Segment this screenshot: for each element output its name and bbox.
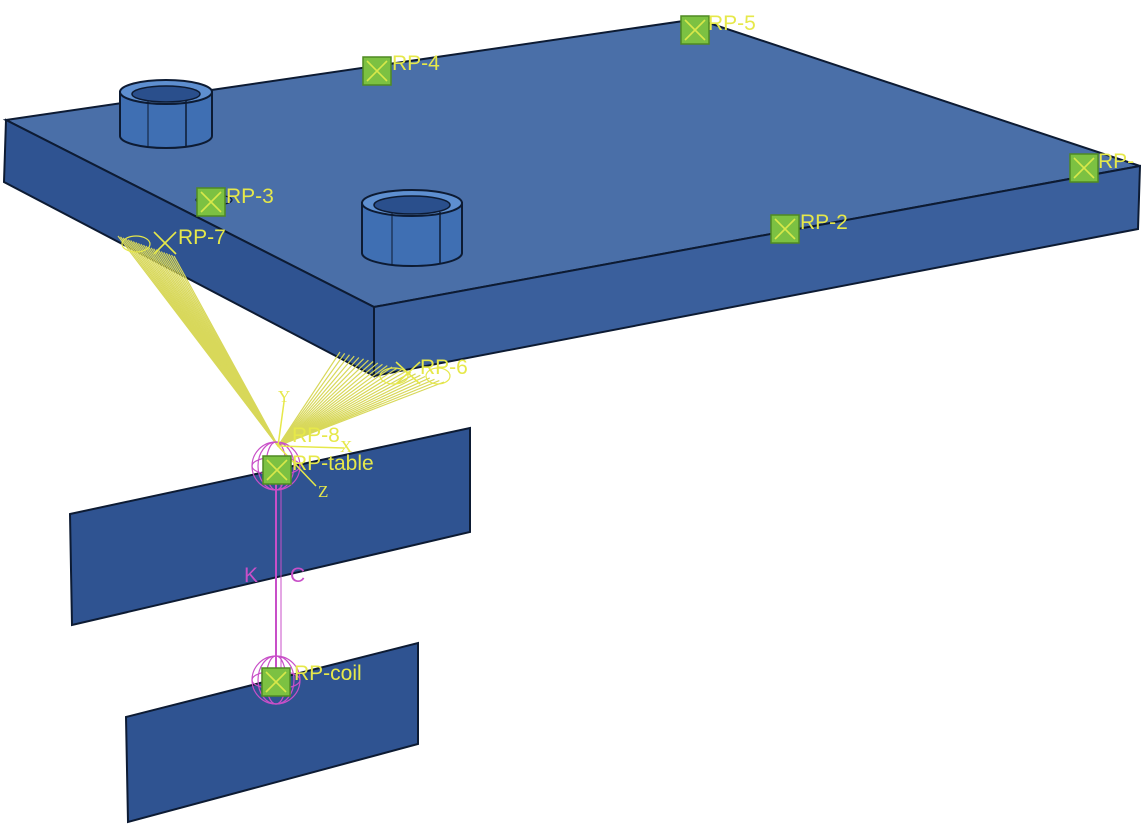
rp7-glyph (121, 235, 151, 253)
boss-left-wall (119, 91, 213, 149)
coupling-constraint[interactable] (117, 235, 445, 447)
rp2-label: RP-2 (800, 211, 848, 234)
rp6-glyph (379, 367, 451, 385)
connector-c-label: C (290, 564, 305, 587)
axis-z-label: Z (318, 482, 328, 501)
rp1-marker[interactable] (1069, 153, 1099, 183)
rp7-label: RP-7 (178, 226, 226, 249)
connector-k-label: K (244, 564, 258, 587)
boss-left[interactable] (119, 79, 213, 149)
rp7-cross-marker[interactable] (153, 231, 177, 255)
rp8-label: RP-8 (292, 424, 340, 447)
boss-right-wall (361, 202, 463, 267)
rp2-marker[interactable] (770, 214, 800, 244)
local-csys-triad (277, 401, 345, 487)
coil-plate-lower[interactable] (124, 641, 419, 824)
rp-coil-marker[interactable] (261, 667, 291, 697)
rp4-marker[interactable] (362, 56, 392, 86)
boss-right[interactable] (361, 189, 463, 267)
boss-left-hole (131, 85, 201, 103)
rp6-label: RP-6 (420, 356, 468, 379)
plate-right-face (373, 164, 1142, 378)
rp3-marker[interactable] (196, 187, 226, 217)
rp1-label: RP- (1098, 150, 1134, 173)
rp3-label: RP-3 (226, 185, 274, 208)
reference-point-markers (196, 15, 1099, 697)
rp-table-label: RP-table (292, 452, 374, 475)
rp-table-marker[interactable] (262, 455, 292, 485)
axis-y-label: Y (278, 387, 290, 406)
table-coil-plate-upper[interactable] (68, 426, 471, 627)
table-plate[interactable] (2, 17, 1142, 378)
rp5-label: RP-5 (708, 12, 756, 35)
rp6-cross-marker[interactable] (395, 361, 421, 385)
rp5-marker[interactable] (680, 15, 710, 45)
boss-right-hole (373, 195, 451, 215)
rp4-label: RP-4 (392, 52, 440, 75)
spring-dashpot-connector[interactable]: K C (244, 472, 305, 676)
axis-x-label: X (340, 437, 352, 456)
rp-coil-label: RP-coil (294, 662, 362, 685)
